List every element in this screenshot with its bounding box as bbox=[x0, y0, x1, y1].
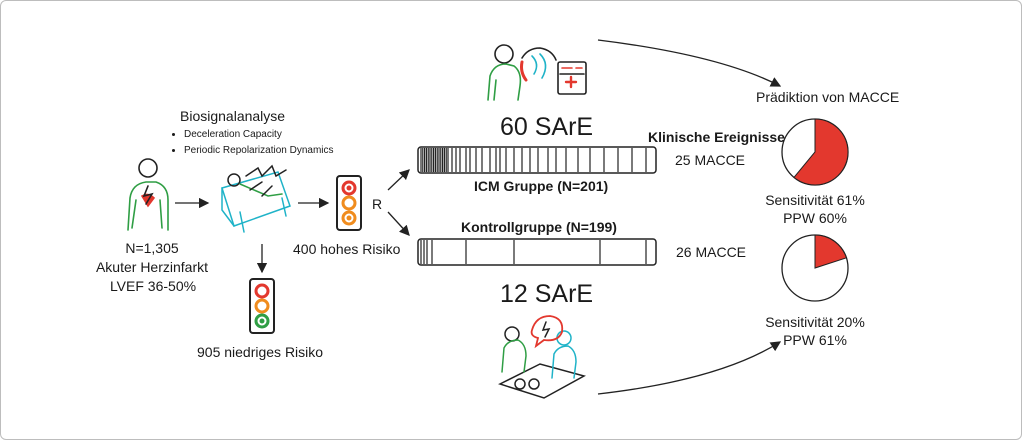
biosignal-title: Biosignalanalyse bbox=[180, 108, 286, 124]
icm-sensitivity: Sensitivität 61% bbox=[765, 192, 865, 208]
control-macce: 26 MACCE bbox=[676, 244, 747, 260]
patient-count: N=1,305 bbox=[125, 240, 179, 256]
icm-macce: 25 MACCE bbox=[675, 152, 746, 168]
pie-control-slice bbox=[814, 234, 848, 269]
traffic-light-high-risk-icon bbox=[336, 175, 362, 231]
high-risk-label: 400 hohes Risiko bbox=[293, 241, 401, 257]
icm-ppv: PPW 60% bbox=[783, 210, 847, 226]
icm-event-bar bbox=[417, 146, 657, 174]
patient-lvef: LVEF 36-50% bbox=[109, 278, 197, 294]
arrow-to-icm bbox=[387, 169, 410, 191]
traffic-light-low-risk-icon bbox=[249, 278, 275, 334]
control-sensitivity: Sensitivität 20% bbox=[765, 314, 865, 330]
patient-icon bbox=[127, 158, 169, 231]
method-item: Periodic Repolarization Dynamics bbox=[184, 143, 334, 159]
pie-icm bbox=[781, 118, 849, 186]
biosignal-methods: Deceleration Capacity Periodic Repolariz… bbox=[170, 127, 334, 159]
control-ppv: PPW 61% bbox=[783, 332, 847, 348]
icm-group-label: ICM Gruppe (N=201) bbox=[474, 178, 609, 194]
consultation-icon bbox=[498, 315, 586, 399]
low-risk-label: 905 niedriges Risiko bbox=[197, 344, 324, 360]
pie-icm-slice bbox=[793, 118, 849, 186]
randomization-label: R bbox=[372, 196, 383, 212]
patient-condition: Akuter Herzinfarkt bbox=[95, 259, 209, 275]
doctor-monitor-icon bbox=[487, 44, 587, 101]
arrow-to-control bbox=[387, 211, 410, 236]
events-heading: Klinische Ereignisse bbox=[648, 129, 785, 145]
control-event-bar bbox=[417, 238, 657, 266]
pie-control bbox=[781, 234, 849, 302]
control-group-label: Kontrollgruppe (N=199) bbox=[461, 219, 617, 235]
method-item: Deceleration Capacity bbox=[184, 127, 334, 143]
prediction-title: Prädiktion von MACCE bbox=[756, 89, 900, 105]
icm-sare-count: 60 SArE bbox=[500, 113, 594, 141]
hospital-bed-icon bbox=[221, 164, 291, 233]
arrow-to-pie-control bbox=[597, 341, 782, 395]
arrow-to-prediction bbox=[597, 39, 782, 87]
control-sare-count: 12 SArE bbox=[500, 280, 594, 308]
